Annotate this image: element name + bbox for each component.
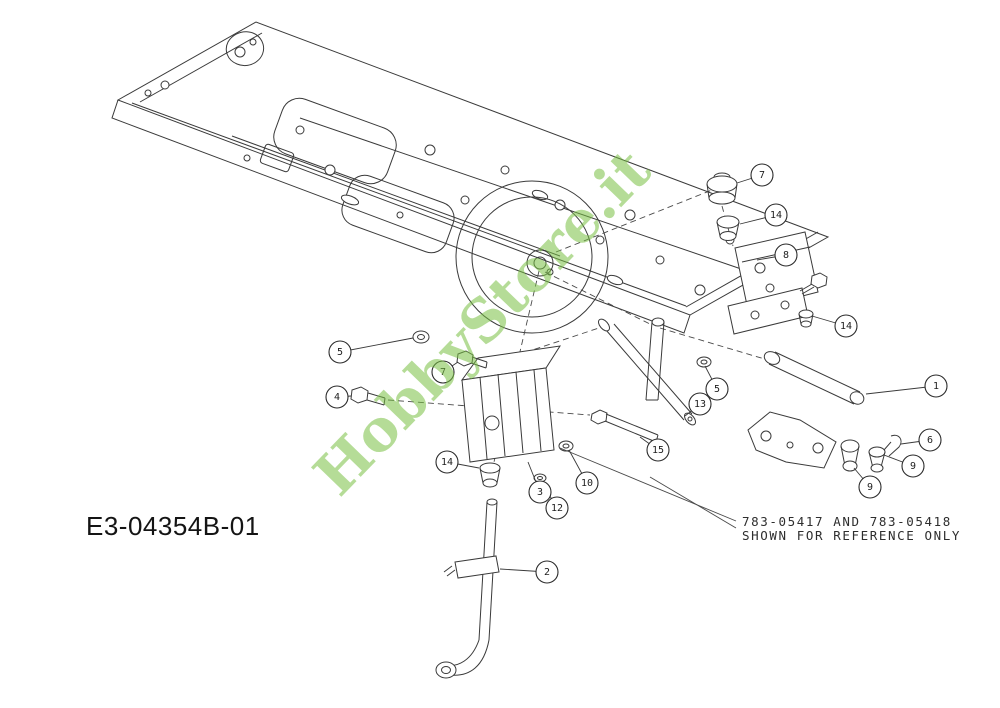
axle-pivot-assembly <box>747 351 902 473</box>
callout-balloon-12: 12 <box>545 496 569 520</box>
left-fasteners <box>350 330 488 406</box>
callout-balloon-14: 14 <box>764 203 788 227</box>
frame-holes <box>144 38 766 296</box>
callout-balloon-14: 14 <box>834 314 858 338</box>
reference-note-line2: SHOWN FOR REFERENCE ONLY <box>742 528 962 543</box>
steering-shaft <box>435 498 500 679</box>
steering-cap-and-bushing <box>706 172 740 241</box>
reference-leader-lines <box>559 447 737 529</box>
callout-balloon-13: 13 <box>688 392 712 416</box>
callout-balloon-9: 9 <box>858 475 882 499</box>
reference-note: 783-05417 AND 783-05418 SHOWN FOR REFERE… <box>742 515 961 543</box>
callout-balloon-2: 2 <box>535 560 559 584</box>
callout-leader-line <box>339 337 414 353</box>
svg-text:3: 3 <box>537 487 543 498</box>
projection-lines <box>387 189 769 463</box>
svg-text:15: 15 <box>652 445 664 456</box>
svg-text:5: 5 <box>337 347 343 358</box>
svg-text:4: 4 <box>334 392 340 403</box>
callout-balloon-7: 7 <box>431 360 455 384</box>
callout-balloon-14: 14 <box>435 450 459 474</box>
drag-link-assembly <box>590 317 712 443</box>
callout-balloon-15: 15 <box>646 438 670 462</box>
svg-text:6: 6 <box>927 435 933 446</box>
callout-balloon-7: 7 <box>750 163 774 187</box>
svg-text:14: 14 <box>840 321 852 332</box>
callout-leader-line <box>865 385 937 395</box>
svg-text:14: 14 <box>441 457 453 468</box>
callout-balloon-9: 9 <box>901 454 925 478</box>
svg-text:9: 9 <box>910 461 916 472</box>
svg-text:9: 9 <box>867 482 873 493</box>
svg-text:7: 7 <box>759 170 765 181</box>
diagram-part-code: E3-04354B-01 <box>86 511 260 541</box>
callout-balloon-3: 3 <box>528 480 552 504</box>
steering-opening-circle <box>455 180 609 334</box>
reference-note-line1: 783-05417 AND 783-05418 <box>742 514 952 529</box>
callout-balloon-5: 5 <box>328 340 352 364</box>
svg-text:7: 7 <box>440 367 446 378</box>
callout-balloon-5: 5 <box>705 377 729 401</box>
callout-balloon-8: 8 <box>774 243 798 267</box>
svg-text:5: 5 <box>714 384 720 395</box>
callout-balloon-10: 10 <box>575 471 599 495</box>
svg-text:2: 2 <box>544 567 550 578</box>
svg-text:8: 8 <box>783 250 789 261</box>
svg-text:12: 12 <box>551 503 563 514</box>
svg-text:13: 13 <box>694 399 706 410</box>
steering-support-bracket <box>460 345 574 488</box>
svg-text:10: 10 <box>581 478 593 489</box>
callout-balloon-1: 1 <box>924 374 948 398</box>
svg-text:14: 14 <box>770 210 782 221</box>
callout-balloon-6: 6 <box>918 428 942 452</box>
callout-balloon-4: 4 <box>325 385 349 409</box>
svg-text:1: 1 <box>933 381 939 392</box>
